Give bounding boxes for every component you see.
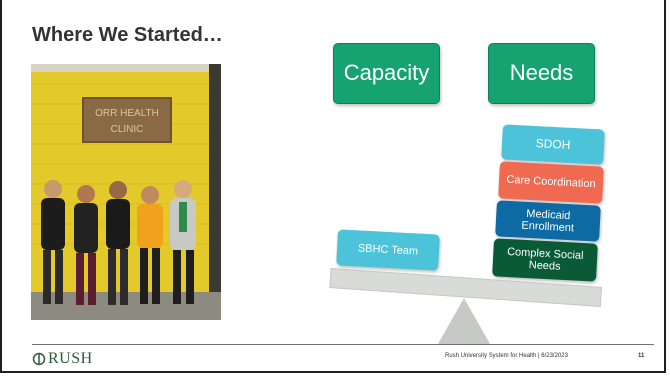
footer-org-date: Rush University System for Health | 6/23…: [445, 353, 568, 359]
needs-item-care-coordination: Care Coordination: [498, 161, 604, 204]
needs-item-complex-social-needs: Complex Social Needs: [492, 238, 598, 282]
sbhc-team-box: SBHC Team: [336, 229, 440, 271]
rush-logo-icon: [32, 352, 46, 366]
capacity-box: Capacity: [333, 43, 440, 104]
team-photo: ORR HEALTH CLINIC: [31, 64, 221, 320]
page-number: 11: [638, 353, 645, 359]
slide-title: Where We Started…: [32, 24, 223, 46]
capacity-label: Capacity: [343, 60, 430, 86]
footer-divider: [32, 344, 654, 345]
needs-item-sdoh: SDOH: [501, 124, 605, 165]
needs-box: Needs: [488, 43, 595, 104]
svg-text:CLINIC: CLINIC: [111, 124, 144, 135]
needs-item-medicaid-enrollment: Medicaid Enrollment: [495, 200, 601, 242]
rush-logo-text: RUSH: [48, 350, 93, 367]
scale-fulcrum: [438, 298, 490, 344]
needs-label: Needs: [509, 60, 574, 86]
svg-text:ORR HEALTH: ORR HEALTH: [95, 108, 159, 119]
rush-logo: RUSH: [32, 350, 93, 368]
